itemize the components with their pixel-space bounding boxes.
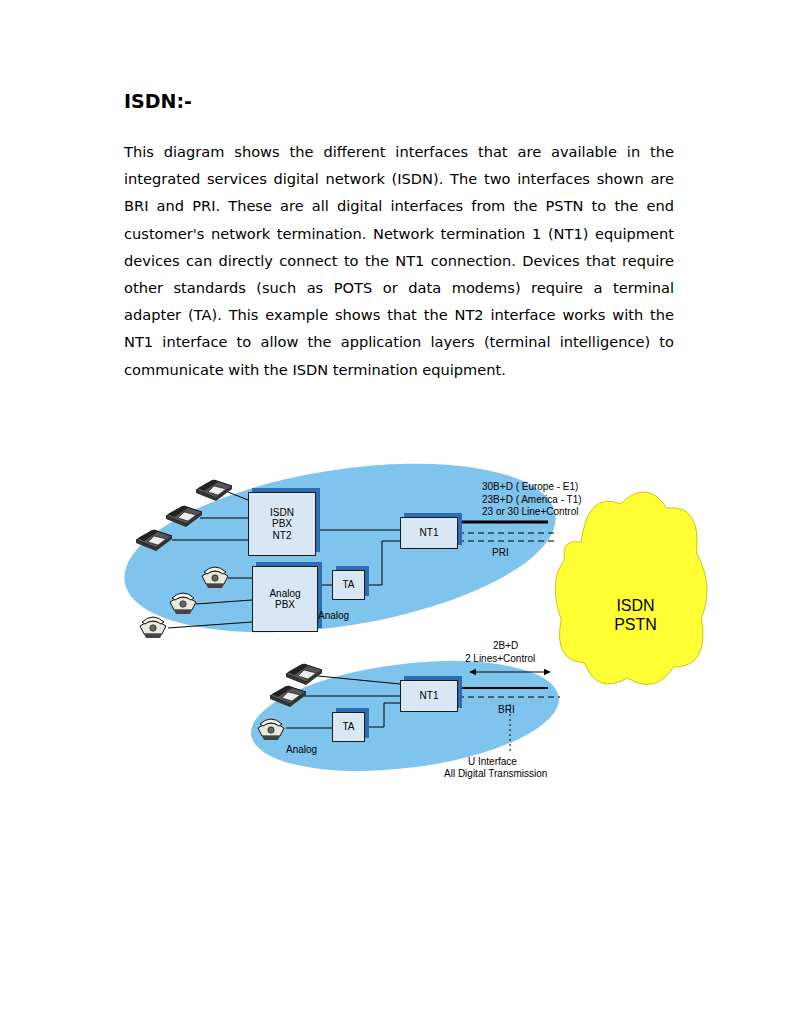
node-label: ISDN PSTN	[614, 597, 657, 634]
body-text: This diagram shows the different interfa…	[124, 138, 674, 383]
node-label: Analog PBX	[269, 588, 300, 611]
annotation: 2B+D	[493, 640, 518, 651]
connector	[316, 530, 400, 531]
node-label: NT1	[420, 527, 439, 539]
annotation: All Digital Transmission	[444, 768, 547, 779]
nt1-box: NT1	[400, 680, 458, 712]
edge-label: BRI	[498, 704, 515, 715]
heading: ISDN:-	[124, 90, 192, 112]
node-label: TA	[342, 579, 354, 591]
annotation: Analog	[286, 744, 317, 755]
annotation: 23B+D ( America - T1)	[482, 494, 582, 505]
cloud-outline	[555, 492, 707, 685]
connector	[318, 585, 332, 586]
adapter-box: TA	[332, 570, 365, 600]
annotation: 2 Lines+Control	[465, 653, 535, 664]
annotation: U Interface	[468, 756, 517, 767]
annotation: Analog	[318, 610, 349, 621]
connector	[365, 703, 400, 727]
edge-label: PRI	[492, 547, 509, 558]
node-label: NT1	[420, 690, 439, 702]
node-label: TA	[342, 721, 354, 733]
nt1-box: NT1	[400, 517, 458, 549]
connector	[458, 521, 548, 524]
pbx-box: Analog PBX	[252, 566, 318, 632]
annotation: 30B+D ( Europe - E1)	[482, 481, 578, 492]
connector	[365, 541, 400, 585]
adapter-box: TA	[332, 712, 365, 742]
node-label: ISDN PBX NT2	[270, 507, 294, 542]
connector	[458, 687, 548, 689]
pbx-box: ISDN PBX NT2	[248, 492, 316, 556]
annotation: 23 or 30 Line+Control	[482, 506, 578, 517]
